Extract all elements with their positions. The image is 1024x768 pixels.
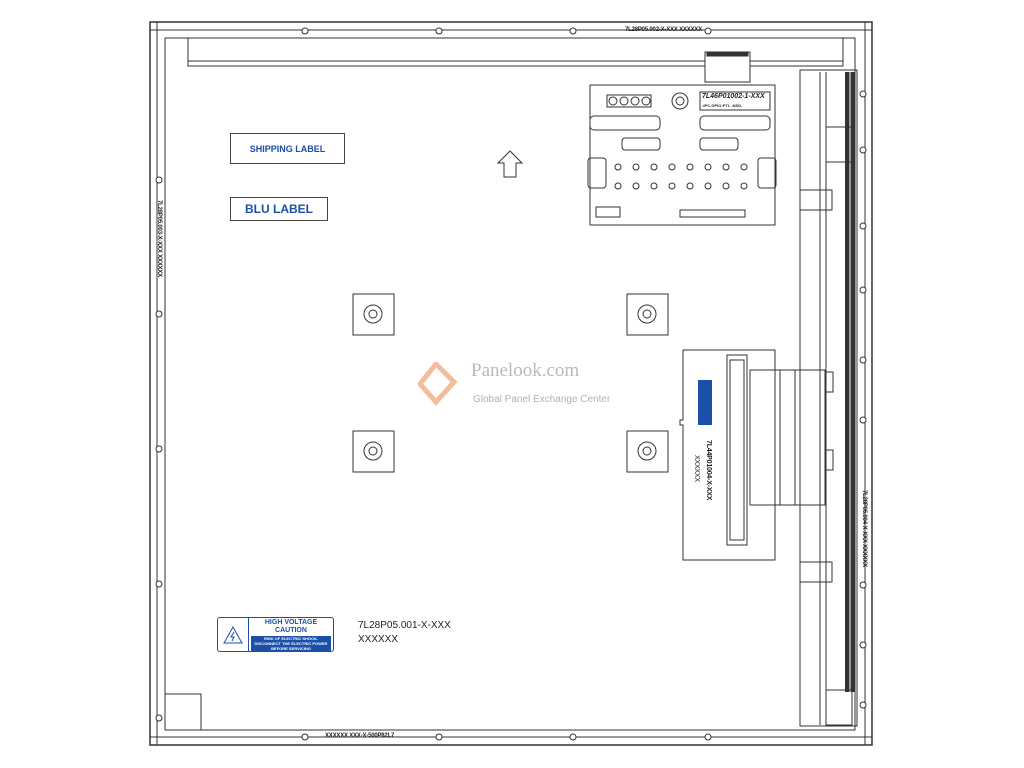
- frame-screw-icons: [155, 27, 867, 741]
- blu-label: BLU LABEL: [230, 197, 328, 221]
- caution-title-1: HIGH VOLTAGE: [264, 619, 318, 626]
- bottom-part-number: XXXXXX XXX-X-500P82L7: [325, 733, 395, 739]
- watermark-tagline: Global Panel Exchange Center: [473, 394, 611, 405]
- left-part-number: 7L28P05.003-X-XXX XXXXXX: [156, 200, 162, 277]
- right-part-number: 7L28P05.004-X-XXX XXXXXX: [861, 490, 867, 567]
- inverter-warning-label: [698, 380, 712, 425]
- mounting-pad-icons: [352, 293, 669, 473]
- high-voltage-warning-icon: [218, 618, 249, 651]
- connector-board-sub-label: -IPC-GPIO-PTI- -NSD-: [702, 103, 743, 108]
- panelook-logo-icon: [418, 362, 458, 406]
- connector-pins: [614, 163, 748, 190]
- main-code: XXXXXX: [358, 634, 399, 645]
- connector-board: [589, 84, 776, 226]
- top-part-number: 7L28P05.002-X-XXX XXXXXX: [625, 27, 702, 33]
- up-arrow-icon: [496, 150, 524, 178]
- connector-board-part-number: 7L46P01002-1-XXX: [702, 93, 765, 100]
- inverter-part-number: 7L44P01004-X-XXX: [705, 440, 712, 501]
- inverter-code: XXXXXX: [693, 455, 700, 482]
- high-voltage-caution-label: HIGH VOLTAGE CAUTION RISK OF ELECTRIC SH…: [217, 617, 334, 652]
- inverter-board: [679, 349, 776, 561]
- caution-text: RISK OF ELECTRIC SHOCK. DISCONNECT THE E…: [251, 636, 331, 651]
- watermark-site: Panelook.com: [471, 360, 580, 381]
- main-part-number: 7L28P05.001-X-XXX: [358, 620, 451, 631]
- outer-frame: [149, 21, 873, 746]
- caution-title-2: CAUTION: [275, 627, 307, 634]
- shipping-label: SHIPPING LABEL: [230, 133, 345, 164]
